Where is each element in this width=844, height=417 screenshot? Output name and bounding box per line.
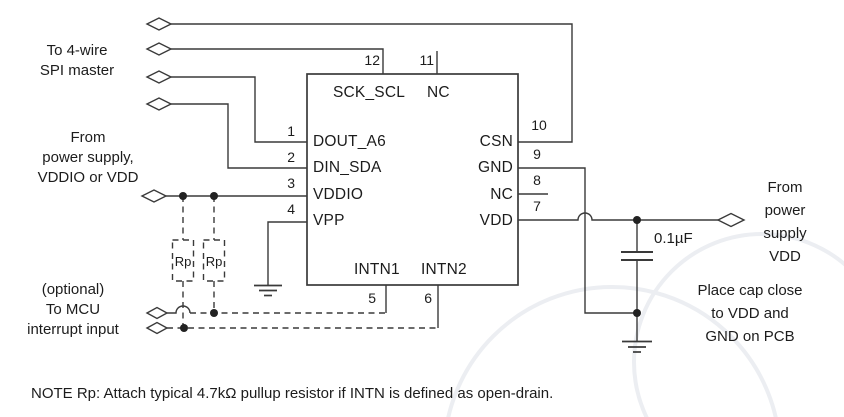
junction-dot (633, 216, 641, 224)
pin-number-12: 12 (364, 52, 380, 68)
connector-diamond-spi1 (145, 17, 173, 31)
capacitor-value-label: 0.1µF (654, 230, 693, 247)
pin-label-nc-11: NC (427, 84, 450, 101)
power-supply-right-label: From power supply VDD (763, 179, 807, 265)
pin-number-6: 6 (424, 290, 432, 306)
pin-label-din-sda: DIN_SDA (313, 159, 382, 176)
junction-dot (180, 324, 188, 332)
connector-diamond-spi3 (145, 70, 173, 84)
ground-icon-vpp (254, 284, 282, 297)
wire-intn1-hop (167, 305, 191, 314)
pin-number-3: 3 (287, 175, 295, 191)
note-text: NOTE Rp: Attach typical 4.7kΩ pullup res… (31, 385, 554, 402)
connector-diamond-vddio (140, 189, 168, 203)
cap-placement-label: Place cap close to VDD and GND on PCB (697, 282, 803, 345)
pin-number-9: 9 (533, 146, 541, 162)
pin-number-1: 1 (287, 123, 295, 139)
resistor-rp1-box (171, 239, 195, 282)
wire-csn-to-spi (171, 48, 384, 74)
junction-dot (633, 309, 641, 317)
pin-number-11: 11 (419, 52, 434, 68)
wire-din-to-spi (171, 103, 307, 169)
junction-dot (210, 192, 218, 200)
resistor-rp2-label: Rp (205, 254, 223, 269)
pin-number-4: 4 (287, 201, 295, 217)
connector-diamond-intn2 (145, 321, 169, 335)
pin-number-5: 5 (368, 290, 376, 306)
connector-diamond-vdd (716, 212, 746, 228)
pin-label-csn: CSN (479, 133, 513, 150)
pin-number-8: 8 (533, 172, 541, 188)
pin-number-7: 7 (533, 198, 541, 214)
spi-master-label: To 4-wire SPI master (39, 42, 115, 79)
power-supply-left-label: From power supply, VDDIO or VDD (37, 129, 139, 186)
capacitor-icon (621, 251, 653, 261)
wire-sck-to-spi (171, 23, 573, 143)
pin-label-sck-scl: SCK_SCL (333, 84, 406, 101)
junction-dot (210, 309, 218, 317)
pin-label-vddio: VDDIO (313, 186, 364, 203)
pin-label-intn1: INTN1 (354, 261, 400, 278)
pin-label-dout-a6: DOUT_A6 (313, 133, 386, 150)
wire-gnd9-to-ground (518, 167, 637, 314)
ground-icon-cap (622, 340, 652, 353)
pin-label-nc-8: NC (490, 186, 513, 203)
resistor-rp1-label: Rp (174, 254, 192, 269)
chip-outline (306, 73, 519, 286)
junction-dot (179, 192, 187, 200)
pin-number-10: 10 (531, 117, 547, 133)
connector-diamond-spi4 (145, 97, 173, 111)
pin-label-gnd: GND (477, 159, 513, 176)
connector-diamond-intn1 (145, 306, 169, 320)
watermark-icon (446, 232, 844, 417)
pin-label-vpp: VPP (313, 212, 345, 229)
pin-label-vdd: VDD (479, 212, 513, 229)
pin-label-intn2: INTN2 (421, 261, 467, 278)
wire-dout-to-spi (171, 76, 307, 143)
wire-vdd7-supply (518, 212, 718, 221)
resistor-rp2-box (202, 239, 226, 282)
mcu-interrupt-label: (optional) To MCU interrupt input (27, 281, 119, 338)
connector-diamond-spi2 (145, 42, 173, 56)
pin-number-2: 2 (287, 149, 295, 165)
wire-vpp-to-ground (267, 221, 307, 285)
